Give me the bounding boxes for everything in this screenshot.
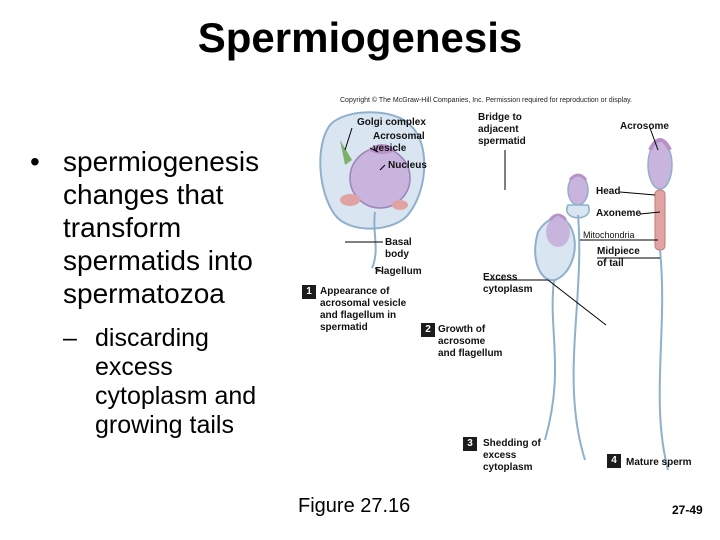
label-line: of tail [597,258,624,269]
figure-caption: Figure 27.16 [298,495,411,517]
bullet-main: • spermiogenesis changes that transform … [30,145,300,310]
bullet-dot-icon: • [30,146,40,177]
step-4-caption: Mature sperm [626,457,692,469]
label-line: body [385,249,409,260]
golgi-shape [340,140,352,165]
label-line: cytoplasm [483,462,533,473]
bullet-sub-line: discarding [95,324,209,352]
mature-sperm [647,138,673,471]
label-line: cytoplasm [483,284,533,295]
spermatid-stage-3 [566,173,590,461]
step-3-caption: Shedding of excess cytoplasm [483,438,541,474]
label-line: acrosomal vesicle [320,298,407,309]
label-line: Basal [385,237,412,248]
step-badge: 1 [302,285,316,299]
label-line: Appearance of [320,286,390,297]
bullet-dash-icon: – [63,324,77,352]
label-line: Bridge to [478,112,522,123]
step-badge: 4 [607,454,621,468]
bullet-sub-line: excess [95,353,173,381]
slide-title: Spermiogenesis [197,14,523,61]
bullet-main-line: transform [63,212,182,243]
step-2-caption: Growth of acrosome and flagellum [438,324,502,360]
bullet-sub: – discarding excess cytoplasm and growin… [30,324,300,440]
label-basal-body: Basal body [385,237,412,261]
spermatid-stage-2 [534,213,576,441]
label-line: Midpiece [597,246,640,257]
bullet-sub-line: growing tails [95,411,234,439]
label-line: Acrosomal [373,131,425,142]
spermatid-stage-1 [319,111,426,269]
label-line: spermatid [478,136,526,147]
label-midpiece: Midpiece of tail [597,246,640,270]
label-flagellum: Flagellum [375,266,422,277]
label-acrosomal-vesicle: Acrosomal vesicle [373,131,425,155]
step-badge: 3 [463,437,477,451]
leader-lines [344,127,661,326]
label-line: excess [483,450,517,461]
bullet-main-line: spermatids into [63,245,253,276]
step-1-caption: Appearance of acrosomal vesicle and flag… [320,286,406,334]
step-badge: 2 [421,323,435,337]
page-number: 27-49 [672,503,703,517]
label-golgi-complex: Golgi complex [357,117,426,128]
label-line: Growth of [438,324,486,335]
label-line: Mature sperm [626,457,692,468]
bullet-sub-line: cytoplasm and [95,382,257,410]
bullet-list: • spermiogenesis changes that transform … [30,145,300,440]
flagellum-shape [371,211,377,269]
label-line: acrosome [438,336,486,347]
label-line: spermatid [320,322,368,333]
label-line: and flagellum [438,348,503,359]
label-line: Shedding of [483,438,541,449]
label-excess-cytoplasm: Excess cytoplasm [483,272,532,296]
label-bridge: Bridge to adjacent spermatid [478,112,526,148]
label-head: Head [596,186,621,197]
label-nucleus: Nucleus [388,160,427,171]
label-axoneme: Axoneme [596,208,642,219]
label-line: Excess [483,272,518,283]
bullet-main-line: changes that [63,179,224,210]
label-acrosome: Acrosome [620,121,669,132]
bullet-main-line: spermiogenesis [63,146,260,177]
label-mitochondria: Mitochondria [583,230,635,240]
label-line: vesicle [373,143,407,154]
copyright-notice: Copyright © The McGraw-Hill Companies, I… [340,97,633,104]
acrosomal-vesicle-shape [368,144,396,154]
label-line: and flagellum in [320,310,397,321]
bullet-main-line: spermatozoa [63,278,225,309]
label-line: adjacent [478,124,519,135]
